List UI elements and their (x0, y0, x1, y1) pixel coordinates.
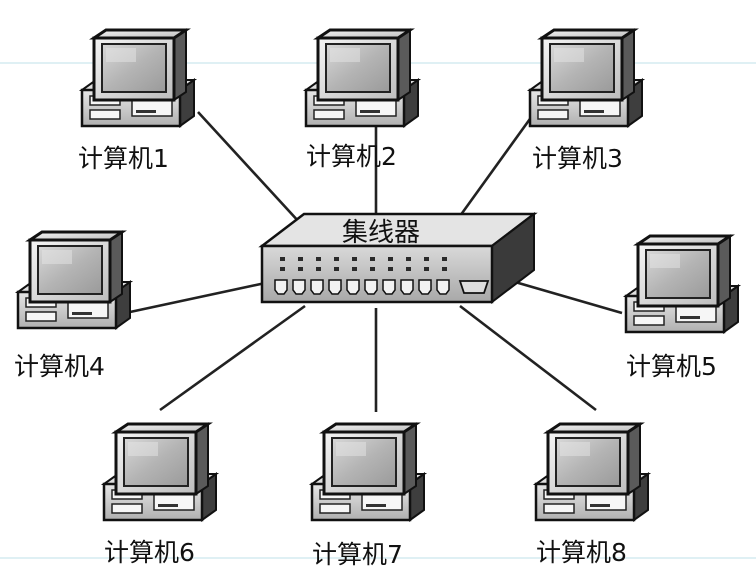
hub-label: 集线器 (342, 218, 421, 248)
computer-c1-icon (80, 28, 196, 128)
computer-c2-icon (304, 28, 420, 128)
link-c3 (458, 104, 542, 217)
link-c6 (159, 304, 306, 412)
link-c1 (197, 111, 301, 224)
link-c5 (514, 280, 623, 315)
hub-ports (274, 279, 450, 295)
computer-c5-label: 计算机5 (626, 352, 717, 381)
computer-c4-icon (16, 230, 132, 330)
computer-c8-icon (534, 422, 650, 522)
computer-c2-label: 计算机2 (306, 142, 397, 171)
hub-leds (280, 257, 447, 271)
hub-device (258, 211, 538, 305)
computer-c4-label: 计算机4 (14, 352, 105, 381)
computer-c5-icon (624, 234, 740, 334)
computer-c1-label: 计算机1 (78, 144, 169, 173)
computer-c3-icon (528, 28, 644, 128)
computer-c7-icon (310, 422, 426, 522)
computer-c6-label: 计算机6 (104, 538, 195, 567)
link-c8 (459, 304, 597, 412)
computer-c8-label: 计算机8 (536, 538, 627, 567)
computer-c7-label: 计算机7 (312, 540, 403, 569)
computer-c6-icon (102, 422, 218, 522)
computer-c3-label: 计算机3 (532, 144, 623, 173)
link-c4 (129, 280, 271, 314)
uplink-port (458, 280, 490, 294)
